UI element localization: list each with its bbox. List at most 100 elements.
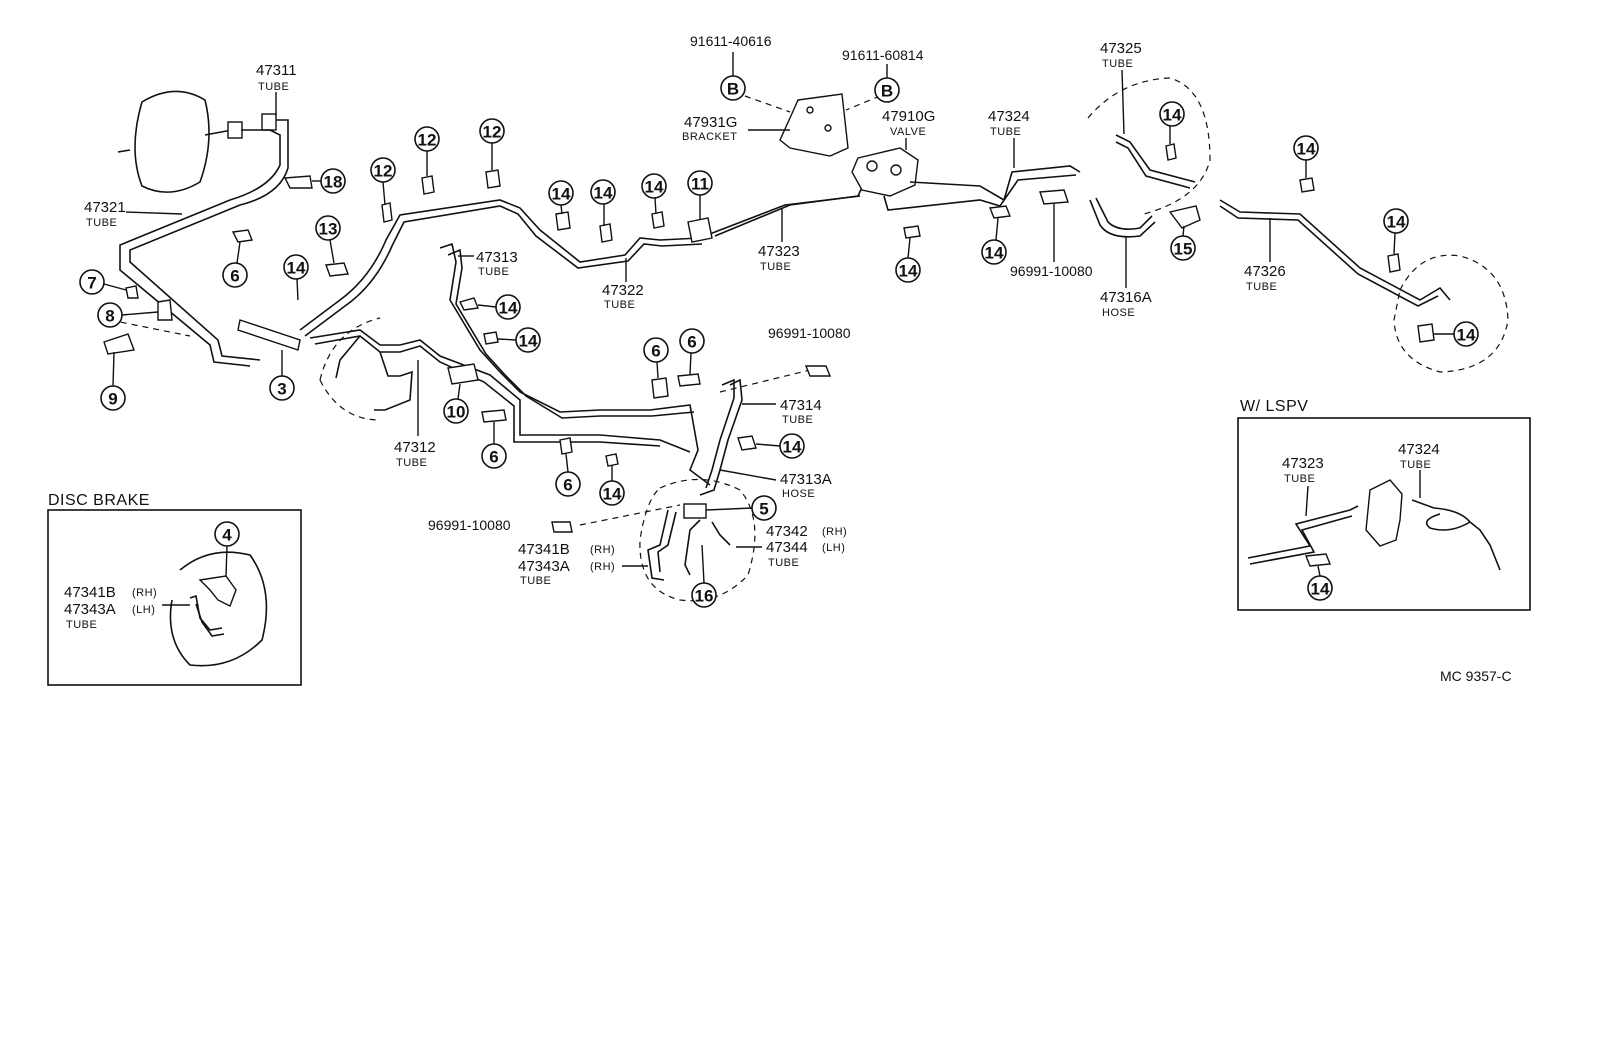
svg-text:11: 11 xyxy=(691,175,709,194)
small-parts xyxy=(103,143,1435,533)
svg-text:(RH): (RH) xyxy=(132,587,157,599)
tube-47323 xyxy=(714,169,871,237)
svg-text:16: 16 xyxy=(695,587,714,606)
svg-text:TUBE: TUBE xyxy=(478,266,509,278)
svg-text:TUBE: TUBE xyxy=(396,457,427,469)
label-47325: 47325 TUBE xyxy=(1100,40,1142,70)
callouts: 18 12 12 12 13 6 7 8 9 3 14 14 14 11 14 … xyxy=(79,52,1479,608)
callout-14: 14 xyxy=(283,254,309,280)
svg-text:96991-10080: 96991-10080 xyxy=(768,325,851,341)
svg-text:47321: 47321 xyxy=(84,199,126,216)
label-47314: 47314 TUBE xyxy=(780,397,822,426)
svg-text:(RH): (RH) xyxy=(822,526,847,538)
tube-47322 xyxy=(299,195,861,337)
svg-text:4: 4 xyxy=(222,526,232,545)
callout-B: B xyxy=(720,75,746,101)
inset-disc-brake: DISC BRAKE 4 47341B (RH) 47343A (LH) TUB… xyxy=(47,492,302,686)
callout-9: 9 xyxy=(100,385,126,411)
callout-3: 3 xyxy=(269,375,295,401)
label-47312: 47312 TUBE xyxy=(394,439,436,469)
svg-text:47341B: 47341B xyxy=(64,584,116,601)
svg-text:14: 14 xyxy=(1311,580,1330,599)
svg-text:6: 6 xyxy=(230,267,239,286)
svg-text:8: 8 xyxy=(105,307,114,326)
svg-text:12: 12 xyxy=(374,162,393,181)
callout-14: 14 xyxy=(495,294,521,320)
svg-text:TUBE: TUBE xyxy=(520,575,551,587)
svg-text:14: 14 xyxy=(1297,140,1316,159)
callout-12: 12 xyxy=(370,157,396,183)
svg-text:TUBE: TUBE xyxy=(1102,58,1133,70)
callout-12: 12 xyxy=(479,118,505,144)
svg-text:91611-60814: 91611-60814 xyxy=(842,47,924,63)
svg-text:18: 18 xyxy=(324,173,343,192)
callout-14: 14 xyxy=(1159,101,1185,127)
callout-14: 14 xyxy=(1293,135,1319,161)
svg-text:B: B xyxy=(881,82,893,101)
svg-text:TUBE: TUBE xyxy=(258,81,289,93)
hose-47316a xyxy=(1089,199,1156,238)
svg-text:14: 14 xyxy=(1163,106,1182,125)
callout-8: 8 xyxy=(97,302,123,328)
three-way-joint xyxy=(1168,205,1201,229)
svg-text:14: 14 xyxy=(783,438,802,457)
valve-47910g xyxy=(851,147,919,197)
svg-text:47313A: 47313A xyxy=(780,471,832,488)
callout-14: 14 xyxy=(641,173,667,199)
svg-text:47342: 47342 xyxy=(766,523,808,540)
svg-text:TUBE: TUBE xyxy=(66,619,97,631)
svg-text:TUBE: TUBE xyxy=(1400,459,1431,471)
tube-47311 xyxy=(119,119,289,367)
svg-text:B: B xyxy=(727,80,739,99)
svg-text:47323: 47323 xyxy=(758,243,800,260)
svg-text:47344: 47344 xyxy=(766,539,808,556)
svg-text:47313: 47313 xyxy=(476,249,518,266)
svg-text:HOSE: HOSE xyxy=(782,488,815,500)
callout-16: 16 xyxy=(691,582,717,608)
label-47313a: 47313A HOSE xyxy=(780,471,832,500)
svg-text:9: 9 xyxy=(108,390,117,409)
label-47910g: 47910G VALVE xyxy=(882,108,935,138)
label-rear-left-tubes: 47341B (RH) 47343A (RH) TUBE xyxy=(518,541,615,587)
svg-text:47343A: 47343A xyxy=(518,558,570,575)
svg-text:6: 6 xyxy=(563,476,572,495)
callout-13: 13 xyxy=(315,215,341,241)
callout-B: B xyxy=(874,77,900,103)
callout-14: 14 xyxy=(779,433,805,459)
callout-6: 6 xyxy=(679,328,705,354)
tube-47314 xyxy=(699,378,743,496)
callout-14: 14 xyxy=(590,179,616,205)
svg-text:TUBE: TUBE xyxy=(1246,281,1277,293)
callout-4: 4 xyxy=(214,521,240,547)
svg-text:47314: 47314 xyxy=(780,397,822,414)
callout-7: 7 xyxy=(79,269,105,295)
callout-14: 14 xyxy=(515,327,541,353)
tube-47312 xyxy=(309,329,691,453)
svg-text:47326: 47326 xyxy=(1244,263,1286,280)
svg-text:47316A: 47316A xyxy=(1100,289,1152,306)
callout-14: 14 xyxy=(981,239,1007,265)
label-clip-1: 96991-10080 xyxy=(1010,263,1093,279)
label-47316a: 47316A HOSE xyxy=(1100,289,1152,319)
svg-text:(RH): (RH) xyxy=(590,544,615,556)
label-47322: 47322 TUBE xyxy=(602,282,644,311)
callout-6: 6 xyxy=(643,337,669,363)
label-47324: 47324 TUBE xyxy=(988,108,1030,138)
callout-6: 6 xyxy=(481,443,507,469)
svg-text:14: 14 xyxy=(985,244,1004,263)
tube-47324 xyxy=(883,165,1081,211)
svg-text:47323: 47323 xyxy=(1282,455,1324,472)
svg-text:TUBE: TUBE xyxy=(86,217,117,229)
callout-14: 14 xyxy=(1307,575,1333,601)
svg-text:DISC BRAKE: DISC BRAKE xyxy=(48,492,150,509)
label-clip-2: 96991-10080 xyxy=(768,325,851,341)
svg-text:47325: 47325 xyxy=(1100,40,1142,57)
svg-text:47312: 47312 xyxy=(394,439,436,456)
svg-text:14: 14 xyxy=(499,299,518,318)
svg-text:47322: 47322 xyxy=(602,282,644,299)
svg-text:(RH): (RH) xyxy=(590,561,615,573)
svg-text:14: 14 xyxy=(519,332,538,351)
callout-18: 18 xyxy=(320,168,346,194)
label-clip-3: 96991-10080 xyxy=(428,517,511,533)
